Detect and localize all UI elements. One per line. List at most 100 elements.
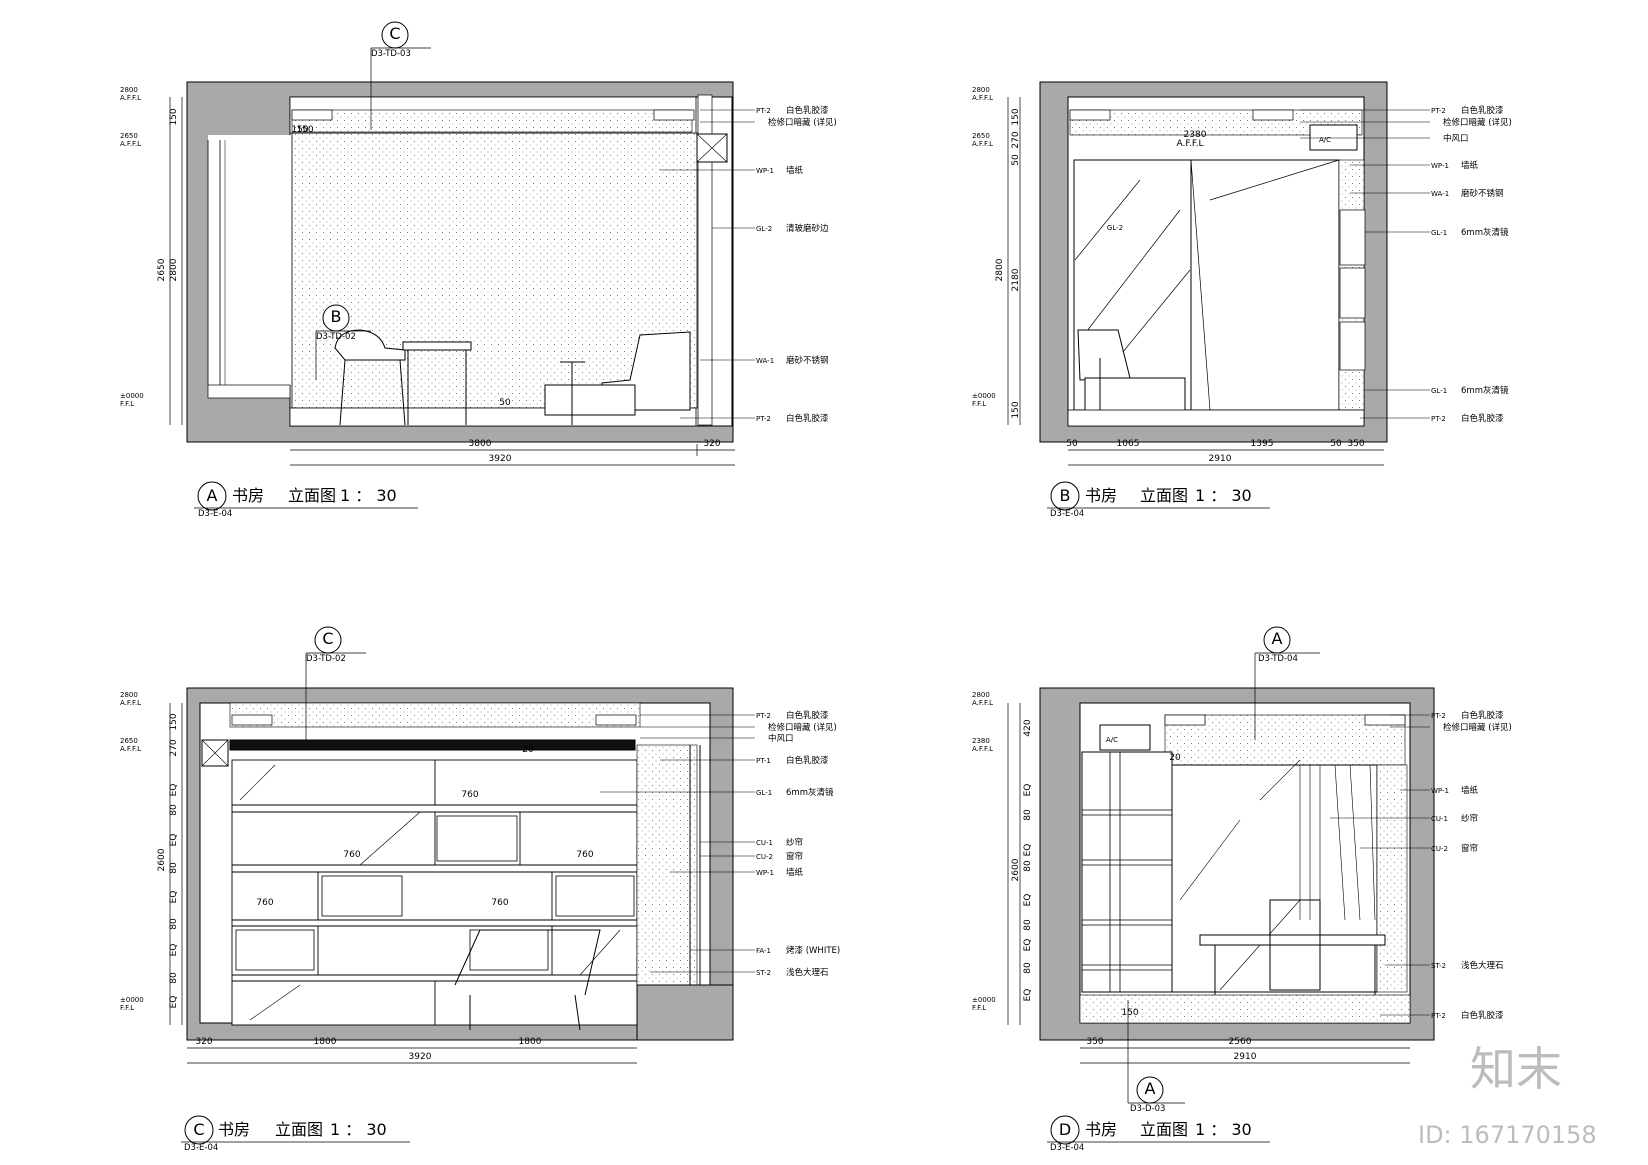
section-mark-ref: D3-TD-03 [371, 49, 411, 59]
dimension-horizontal: 350 [1086, 1037, 1103, 1047]
dimension-horizontal: 320 [195, 1037, 212, 1047]
dimension-horizontal: 3920 [409, 1052, 432, 1062]
dimension-horizontal: 1800 [519, 1037, 542, 1047]
callout-code: FA-1 [756, 947, 771, 955]
elevation-d [1007, 626, 1435, 1145]
callout-code: CU-1 [1431, 815, 1448, 823]
dimension-vertical: EQ [1023, 784, 1033, 797]
section-mark-letter: B [331, 307, 342, 326]
left-window-opening-a [208, 135, 293, 385]
dimension-vertical: EQ [169, 944, 179, 957]
dark-band-c [229, 739, 636, 751]
level-marker-value: ±0000 [972, 392, 996, 400]
level-marker-label: A.F.F.L [972, 140, 993, 148]
title-letter: C [193, 1120, 204, 1139]
callout-text: 6mm灰清镜 [1461, 227, 1509, 238]
level-marker-value: 2800 [120, 86, 138, 94]
ac-unit-b [1309, 124, 1358, 151]
glass-panel-a [697, 94, 713, 426]
dimension-vertical: 2600 [157, 848, 167, 871]
dimension-horizontal: 320 [703, 439, 720, 449]
callout-code: PT-2 [756, 107, 771, 115]
side-table-a [402, 341, 472, 425]
lounge-chair-a [544, 331, 691, 425]
watermark-logo: 知末 [1470, 1042, 1562, 1096]
dimension-vertical: 2800 [169, 258, 179, 281]
dimension-inner: 50 [499, 398, 511, 408]
callout-text: 烤漆 (WHITE) [786, 945, 840, 956]
level-marker-value: 2800 [972, 86, 990, 94]
callout-text: 窗帘 [1461, 843, 1478, 854]
dimension-inner: 760 [256, 898, 273, 908]
title-letter: A [207, 486, 218, 505]
dimension-inner: 150 [296, 125, 313, 135]
dimension-horizontal: 3800 [469, 439, 492, 449]
dimension-inner: 760 [576, 850, 593, 860]
dimension-vertical: 2800 [995, 258, 1005, 281]
dimension-vertical: EQ [169, 834, 179, 847]
callout-text: 6mm灰清镜 [1461, 385, 1509, 396]
level-marker-label: A.F.F.L [120, 140, 141, 148]
title-room-name: 书房 [1085, 486, 1117, 505]
dimension-inner: 760 [461, 790, 478, 800]
elevation-c [169, 626, 755, 1145]
title-view-label: 立面图 [288, 486, 336, 505]
elevation-a [169, 21, 755, 511]
callout-code: WP-1 [1431, 787, 1449, 795]
callout-text: 白色乳胶漆 [1461, 710, 1504, 721]
level-marker-value: ±0000 [972, 996, 996, 1004]
title-sheet-ref: D3-E-04 [1050, 509, 1084, 519]
callout-code: WP-1 [756, 869, 774, 877]
ac-unit-d [1099, 724, 1151, 751]
callout-text: 浅色大理石 [786, 967, 829, 978]
dimension-vertical: 50 [1011, 154, 1021, 166]
section-mark-letter: C [389, 24, 400, 43]
cornice-left-a [291, 109, 333, 121]
inner-label: A/C [1319, 136, 1331, 144]
callout-code: ST-2 [1431, 962, 1446, 970]
dimension-vertical: EQ [1023, 894, 1033, 907]
dimension-vertical: 2650 [157, 258, 167, 281]
dimension-vertical: 150 [1011, 108, 1021, 125]
title-scale: 1 ： 30 [1195, 1120, 1252, 1139]
callout-text: 检修口暗藏 (详见) [1443, 117, 1512, 128]
section-mark-letter: A [1272, 629, 1283, 648]
callout-text: 浅色大理石 [1461, 960, 1504, 971]
title-view-label: 立面图 [275, 1120, 323, 1139]
level-marker-label: A.F.F.L [120, 745, 141, 753]
level-marker-value: 2800 [120, 691, 138, 699]
dimension-inner: 20 [1169, 753, 1181, 763]
title-scale: 1 ： 30 [340, 486, 397, 505]
callout-code: PT-2 [1431, 107, 1446, 115]
dimension-vertical: 150 [1011, 401, 1021, 418]
dimension-horizontal: 1065 [1117, 439, 1140, 449]
section-mark-letter: C [322, 629, 333, 648]
callout-text: 清玻磨砂边 [786, 223, 829, 234]
mirror-d [1171, 764, 1378, 993]
title-room-name: 书房 [232, 486, 264, 505]
section-mark-ref: D3-D-03 [1130, 1104, 1165, 1114]
section-mark-ref: D3-TD-04 [1258, 654, 1298, 664]
callout-text: 纱帘 [1461, 813, 1478, 824]
mirror-panel-right-b [1190, 159, 1340, 411]
callout-text: 磨砂不锈钢 [786, 355, 829, 366]
callout-text: 中风口 [768, 733, 794, 744]
elevation-b [1007, 81, 1430, 511]
callout-text: 窗帘 [786, 851, 803, 862]
bookshelf-c [231, 759, 638, 1026]
dimension-vertical: EQ [169, 891, 179, 904]
shelf-column-d [1081, 751, 1173, 993]
cornice-right-d [1364, 714, 1406, 726]
level-marker-value: 2800 [972, 691, 990, 699]
dimension-vertical: 420 [1023, 719, 1033, 736]
callout-text: 检修口暗藏 (详见) [1443, 722, 1512, 733]
level-marker-value: 2650 [972, 132, 990, 140]
callout-text: 磨砂不锈钢 [1461, 188, 1504, 199]
section-mark-letter: A [1145, 1079, 1156, 1098]
callout-text: 纱帘 [786, 837, 803, 848]
dimension-vertical: 2180 [1011, 268, 1021, 291]
title-view-label: 立面图 [1140, 1120, 1188, 1139]
dimension-horizontal: 2910 [1209, 454, 1232, 464]
dimension-inner: 150 [291, 125, 308, 135]
